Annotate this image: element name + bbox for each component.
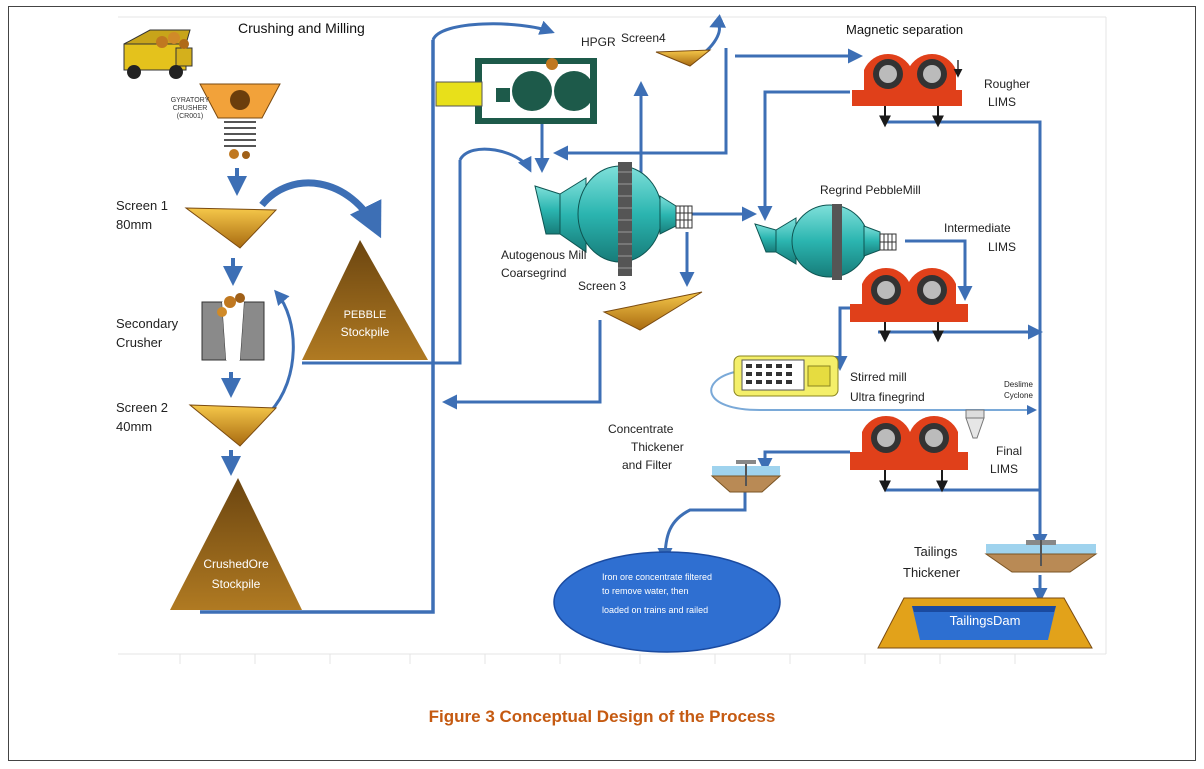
tailings-thickener-label-2: Thickener	[903, 565, 961, 580]
regrind-label: Regrind PebbleMill	[820, 183, 921, 197]
rougher-lims-icon	[852, 53, 963, 106]
concentrate-thickener-icon	[710, 460, 782, 493]
final-lims-icon	[850, 415, 968, 470]
rougher-label-2: LIMS	[988, 95, 1016, 109]
intermediate-label-2: LIMS	[988, 240, 1016, 254]
secondary-crusher-icon	[201, 293, 265, 361]
concentrate-label-3: and Filter	[622, 458, 672, 472]
secondary-label-2: Crusher	[116, 335, 163, 350]
secondary-label-1: Secondary	[116, 316, 179, 331]
magnetic-separation-title: Magnetic separation	[846, 22, 963, 37]
hpgr-label: HPGR	[581, 35, 616, 49]
final-label-2: LIMS	[990, 462, 1018, 476]
screen-2-icon	[188, 404, 278, 447]
haul-truck-icon	[123, 29, 193, 79]
screen-4-label: Screen4	[621, 31, 666, 45]
background-grid	[118, 16, 1107, 664]
pebble-label-2: Stockpile	[341, 325, 390, 339]
iron-ore-line-2: to remove water, then	[602, 586, 689, 596]
crushing-milling-title: Crushing and Milling	[238, 20, 365, 36]
hpgr-icon	[435, 58, 597, 124]
intermediate-lims-icon	[850, 267, 968, 322]
autogenous-label-1: Autogenous Mill	[501, 248, 586, 262]
final-label-1: Final	[996, 444, 1022, 458]
tailings-dam-icon	[877, 597, 1093, 649]
pebble-stockpile-icon	[302, 240, 428, 360]
tailings-dam-label: TailingsDam	[950, 613, 1021, 628]
stirred-label-1: Stirred mill	[850, 370, 907, 384]
crushed-label-2: Stockpile	[212, 577, 261, 591]
gyratory-label-1: GYRATORY	[171, 97, 210, 104]
rougher-label-1: Rougher	[984, 77, 1030, 91]
gyratory-crusher-icon	[199, 83, 281, 159]
deslime-cyclone-icon	[965, 409, 985, 439]
crushed-label-1: CrushedOre	[203, 557, 269, 571]
deslime-label-2: Cyclone	[1004, 391, 1033, 400]
regrind-pebble-mill-icon	[754, 204, 897, 280]
gyratory-label-3: (CR001)	[177, 113, 203, 120]
screen1-to-pebble-arrow	[259, 179, 382, 239]
intermediate-label-1: Intermediate	[944, 221, 1011, 235]
pebble-label-1: PEBBLE	[344, 309, 387, 321]
figure-caption: Figure 3 Conceptual Design of the Proces…	[428, 707, 776, 726]
screen-1-size: 80mm	[116, 217, 152, 232]
concentrate-label-2: Thickener	[631, 440, 684, 454]
screen-2-size: 40mm	[116, 419, 152, 434]
tailings-thickener-icon	[984, 540, 1098, 573]
screen-4-icon	[655, 49, 712, 67]
deslime-label-1: Deslime	[1004, 380, 1033, 389]
lims-drop-arrows	[879, 105, 948, 493]
iron-ore-line-3: loaded on trains and railed	[602, 605, 708, 615]
crushed-ore-stockpile-icon	[170, 478, 302, 610]
secondary-recycle-arc	[268, 289, 295, 414]
screen-3-label: Screen 3	[578, 279, 626, 293]
stirred-mill-icon	[733, 355, 839, 397]
concentrate-label-1: Concentrate	[608, 422, 674, 436]
stirred-label-2: Ultra finegrind	[850, 390, 925, 404]
left-column-arrows	[221, 168, 247, 476]
gyratory-label-2: CRUSHER	[173, 105, 208, 112]
tailings-thickener-label-1: Tailings	[914, 544, 958, 559]
autogenous-label-2: Coarsegrind	[501, 266, 566, 280]
screen-1-name: Screen 1	[116, 198, 168, 213]
iron-ore-ellipse	[553, 551, 781, 653]
screen-3-icon	[602, 291, 703, 331]
screen-2-name: Screen 2	[116, 400, 168, 415]
screen-1-icon	[184, 207, 278, 249]
iron-ore-line-1: Iron ore concentrate filtered	[602, 572, 712, 582]
autogenous-mill-icon	[534, 162, 693, 276]
